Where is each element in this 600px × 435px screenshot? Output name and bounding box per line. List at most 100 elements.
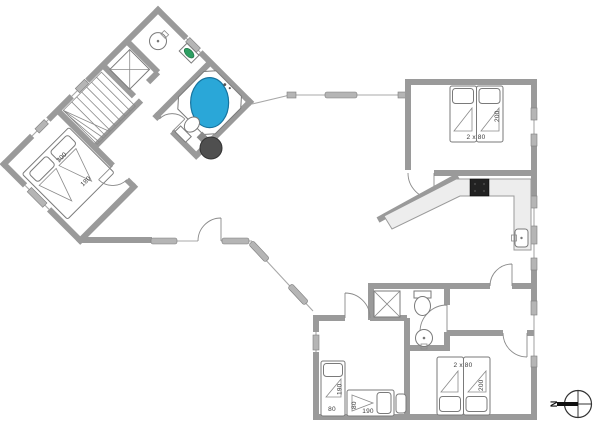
- compass-north-label: N: [549, 401, 559, 408]
- bed-length-label: 190: [362, 408, 374, 415]
- entrance-door-arc[interactable]: [197, 217, 222, 242]
- sink-drain: [520, 236, 523, 240]
- window-sill: [530, 355, 538, 368]
- bedside-table: [395, 393, 407, 414]
- cooktop: [469, 178, 490, 197]
- spa-bathroom: [159, 70, 242, 143]
- br-bedroom-door-arc[interactable]: [502, 332, 528, 358]
- bed-width-label: 80: [351, 401, 358, 409]
- bed-size-label: 2 x 80: [467, 134, 486, 141]
- toilet-cistern: [174, 125, 192, 143]
- window-sill: [249, 241, 269, 262]
- window-sill: [26, 187, 48, 208]
- pillow: [323, 363, 343, 377]
- kitchen-tap: [511, 234, 517, 242]
- stair-winder-treads: [63, 110, 111, 143]
- bed-width-label: 80: [328, 406, 336, 413]
- pillow: [478, 88, 501, 104]
- bottom-left-bedroom: 190 80 80 190: [320, 360, 407, 417]
- duvet-fold: [38, 167, 73, 202]
- window-sill: [530, 257, 538, 271]
- duvet-fold: [351, 394, 375, 412]
- hot-tub-tap: [223, 83, 227, 86]
- window-sill: [530, 300, 538, 316]
- window-sill: [312, 334, 320, 351]
- bed-size-label: 2 x 80: [454, 362, 473, 369]
- hot-tub-tap: [228, 87, 231, 90]
- duvet-fold: [440, 369, 459, 393]
- glass-facades: [80, 91, 407, 312]
- wood-stove: [196, 131, 223, 160]
- burner: [473, 182, 477, 186]
- compass-north-arrow: [557, 402, 578, 406]
- left-wing: 200 180: [0, 5, 255, 245]
- shower-room-wall: [100, 63, 137, 99]
- window-sill: [397, 91, 407, 99]
- window-sill: [74, 78, 90, 94]
- kitchen-counter: [383, 178, 532, 251]
- staircase: [62, 71, 136, 145]
- burner: [482, 189, 486, 193]
- pillow: [29, 156, 55, 182]
- burner: [482, 182, 486, 186]
- window-sill: [288, 284, 308, 305]
- hot-tub: [190, 77, 230, 129]
- pillow: [465, 396, 488, 412]
- duvet-fold: [480, 106, 500, 132]
- compass: N: [549, 389, 593, 419]
- window-sill: [530, 133, 538, 147]
- bed-length-label: 200: [478, 379, 485, 391]
- sink-drain: [422, 336, 426, 340]
- bed-length-label: 200: [494, 110, 501, 122]
- pillow: [50, 135, 76, 161]
- window-sill: [221, 237, 250, 245]
- pillow: [439, 396, 461, 412]
- sink-drain: [156, 39, 160, 43]
- window-sill: [34, 119, 49, 134]
- utility-walls: [124, 38, 161, 85]
- right-section-walls: [312, 79, 538, 420]
- wood-stove-body: [199, 136, 223, 160]
- spa-door-arc: [159, 113, 186, 132]
- bed-length-label: 190: [337, 383, 344, 395]
- utility-room: [109, 29, 200, 90]
- hall-door-arc[interactable]: [489, 263, 513, 287]
- toilet-bowl: [183, 116, 201, 133]
- sink-tap: [420, 343, 428, 350]
- bedroom-east-wall: [75, 182, 139, 245]
- shower-cross-icon: [373, 290, 401, 318]
- duvet-fold: [58, 147, 93, 182]
- window-sill: [530, 225, 538, 245]
- stair-outline: [62, 71, 136, 145]
- top-right-bedroom: 2 x 80 200: [449, 85, 504, 143]
- window-sill: [286, 91, 297, 99]
- stair-treads: [71, 76, 131, 137]
- window-sill: [530, 195, 538, 209]
- sink-tap: [160, 29, 170, 39]
- burner: [473, 189, 477, 193]
- duvet-fold: [467, 369, 487, 393]
- wing-north-wall: [153, 5, 255, 107]
- spa-divider-wall: [154, 61, 212, 119]
- bottom-bathroom: [373, 290, 433, 350]
- pillow: [376, 392, 392, 414]
- kitchen: [383, 178, 532, 251]
- double-bed: [22, 127, 114, 219]
- window-sill: [530, 107, 538, 121]
- bl-bedroom-door-arc[interactable]: [344, 292, 371, 319]
- bottom-right-bedroom: 2 x 80 200: [436, 356, 491, 416]
- window-sill: [324, 91, 358, 99]
- corridor-west-glass: [251, 94, 291, 105]
- window-sill: [150, 237, 178, 245]
- bedroom-south-wall: [0, 159, 85, 245]
- bedroom-door-arc: [98, 165, 128, 186]
- left-wing-bedroom: 200 180: [22, 127, 128, 219]
- toilet-bowl: [414, 296, 431, 316]
- pillow: [452, 88, 474, 104]
- wing-west-wall: [0, 5, 163, 169]
- duvet-fold: [453, 106, 473, 132]
- shower-cross-icon: [109, 49, 150, 90]
- washer-door-icon: [183, 47, 195, 59]
